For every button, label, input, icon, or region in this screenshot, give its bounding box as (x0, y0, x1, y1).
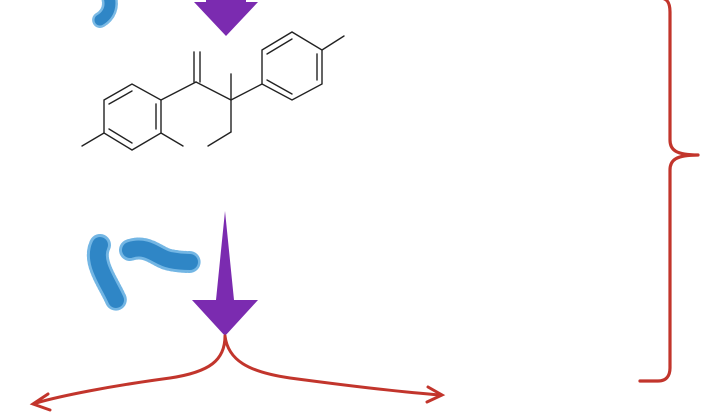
down-arrow-icon-top (194, 0, 258, 36)
bacteria-cluster-icon (86, 234, 201, 311)
right-curly-brace (638, 0, 700, 383)
bacterium-icon-top (92, 0, 118, 28)
down-arrow-icon-main (192, 211, 258, 336)
forked-arrow-icon (29, 334, 446, 412)
chemical-structure-icon (81, 31, 345, 151)
